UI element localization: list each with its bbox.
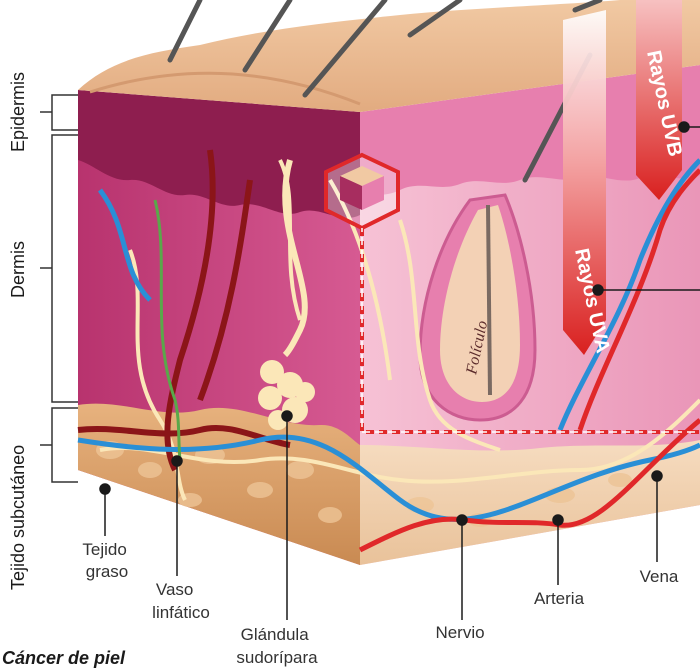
label-nerve: Nervio bbox=[435, 623, 484, 642]
layer-subcutaneous: Tejido subcutáneo bbox=[8, 445, 28, 590]
layer-dermis: Dermis bbox=[8, 241, 28, 298]
label-sweat-gland: Glándula sudorípara bbox=[236, 625, 318, 667]
footer-title: Cáncer de piel bbox=[2, 648, 126, 668]
layer-epidermis: Epidermis bbox=[8, 72, 28, 152]
layer-brackets bbox=[40, 95, 78, 482]
label-fat-tissue: Tejido graso bbox=[82, 540, 131, 581]
label-artery: Arteria bbox=[534, 589, 585, 608]
highlight-marker bbox=[326, 155, 398, 228]
label-lymph-vessel: Vaso linfático bbox=[152, 580, 210, 622]
label-vein: Vena bbox=[640, 567, 679, 586]
